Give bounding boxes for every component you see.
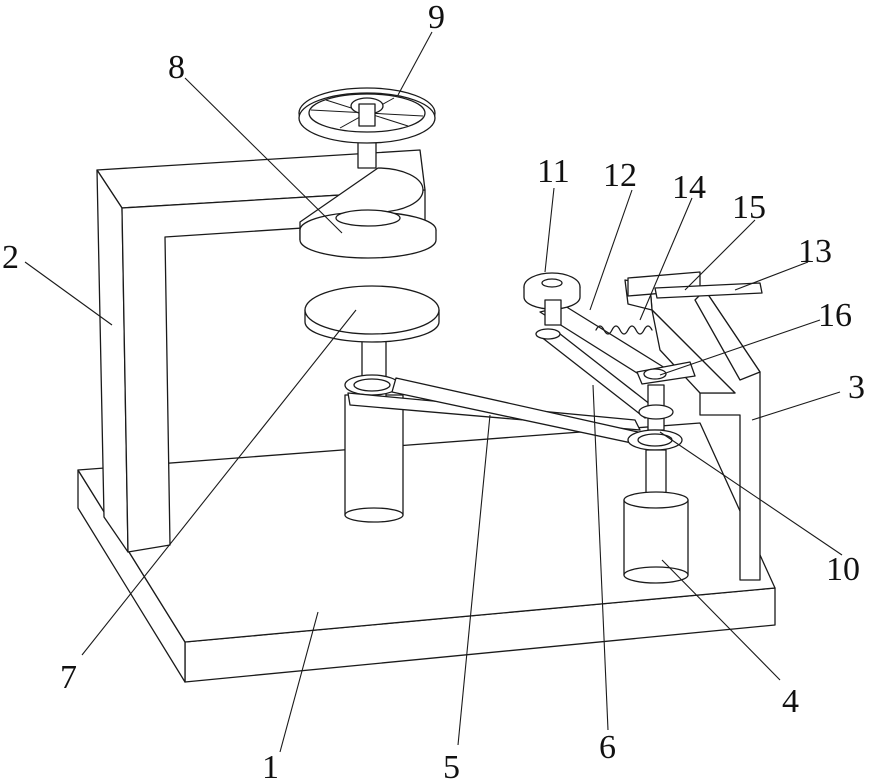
part-number-10: 10	[826, 551, 860, 588]
part-number-5: 5	[443, 749, 460, 781]
part-number-4: 4	[782, 683, 799, 720]
part-number-2: 2	[2, 239, 19, 276]
part-number-7: 7	[60, 659, 77, 696]
part-number-16: 16	[818, 297, 852, 334]
part-number-1: 1	[262, 749, 279, 781]
part-number-13: 13	[798, 233, 832, 270]
part-number-3: 3	[848, 369, 865, 406]
part-number-14: 14	[672, 169, 706, 206]
part-number-8: 8	[168, 49, 185, 86]
part-number-6: 6	[599, 729, 616, 766]
part-number-9: 9	[428, 0, 445, 36]
part-number-15: 15	[732, 189, 766, 226]
part-number-11: 11	[537, 153, 570, 190]
part-number-12: 12	[603, 157, 637, 194]
slide-rod	[628, 272, 762, 298]
